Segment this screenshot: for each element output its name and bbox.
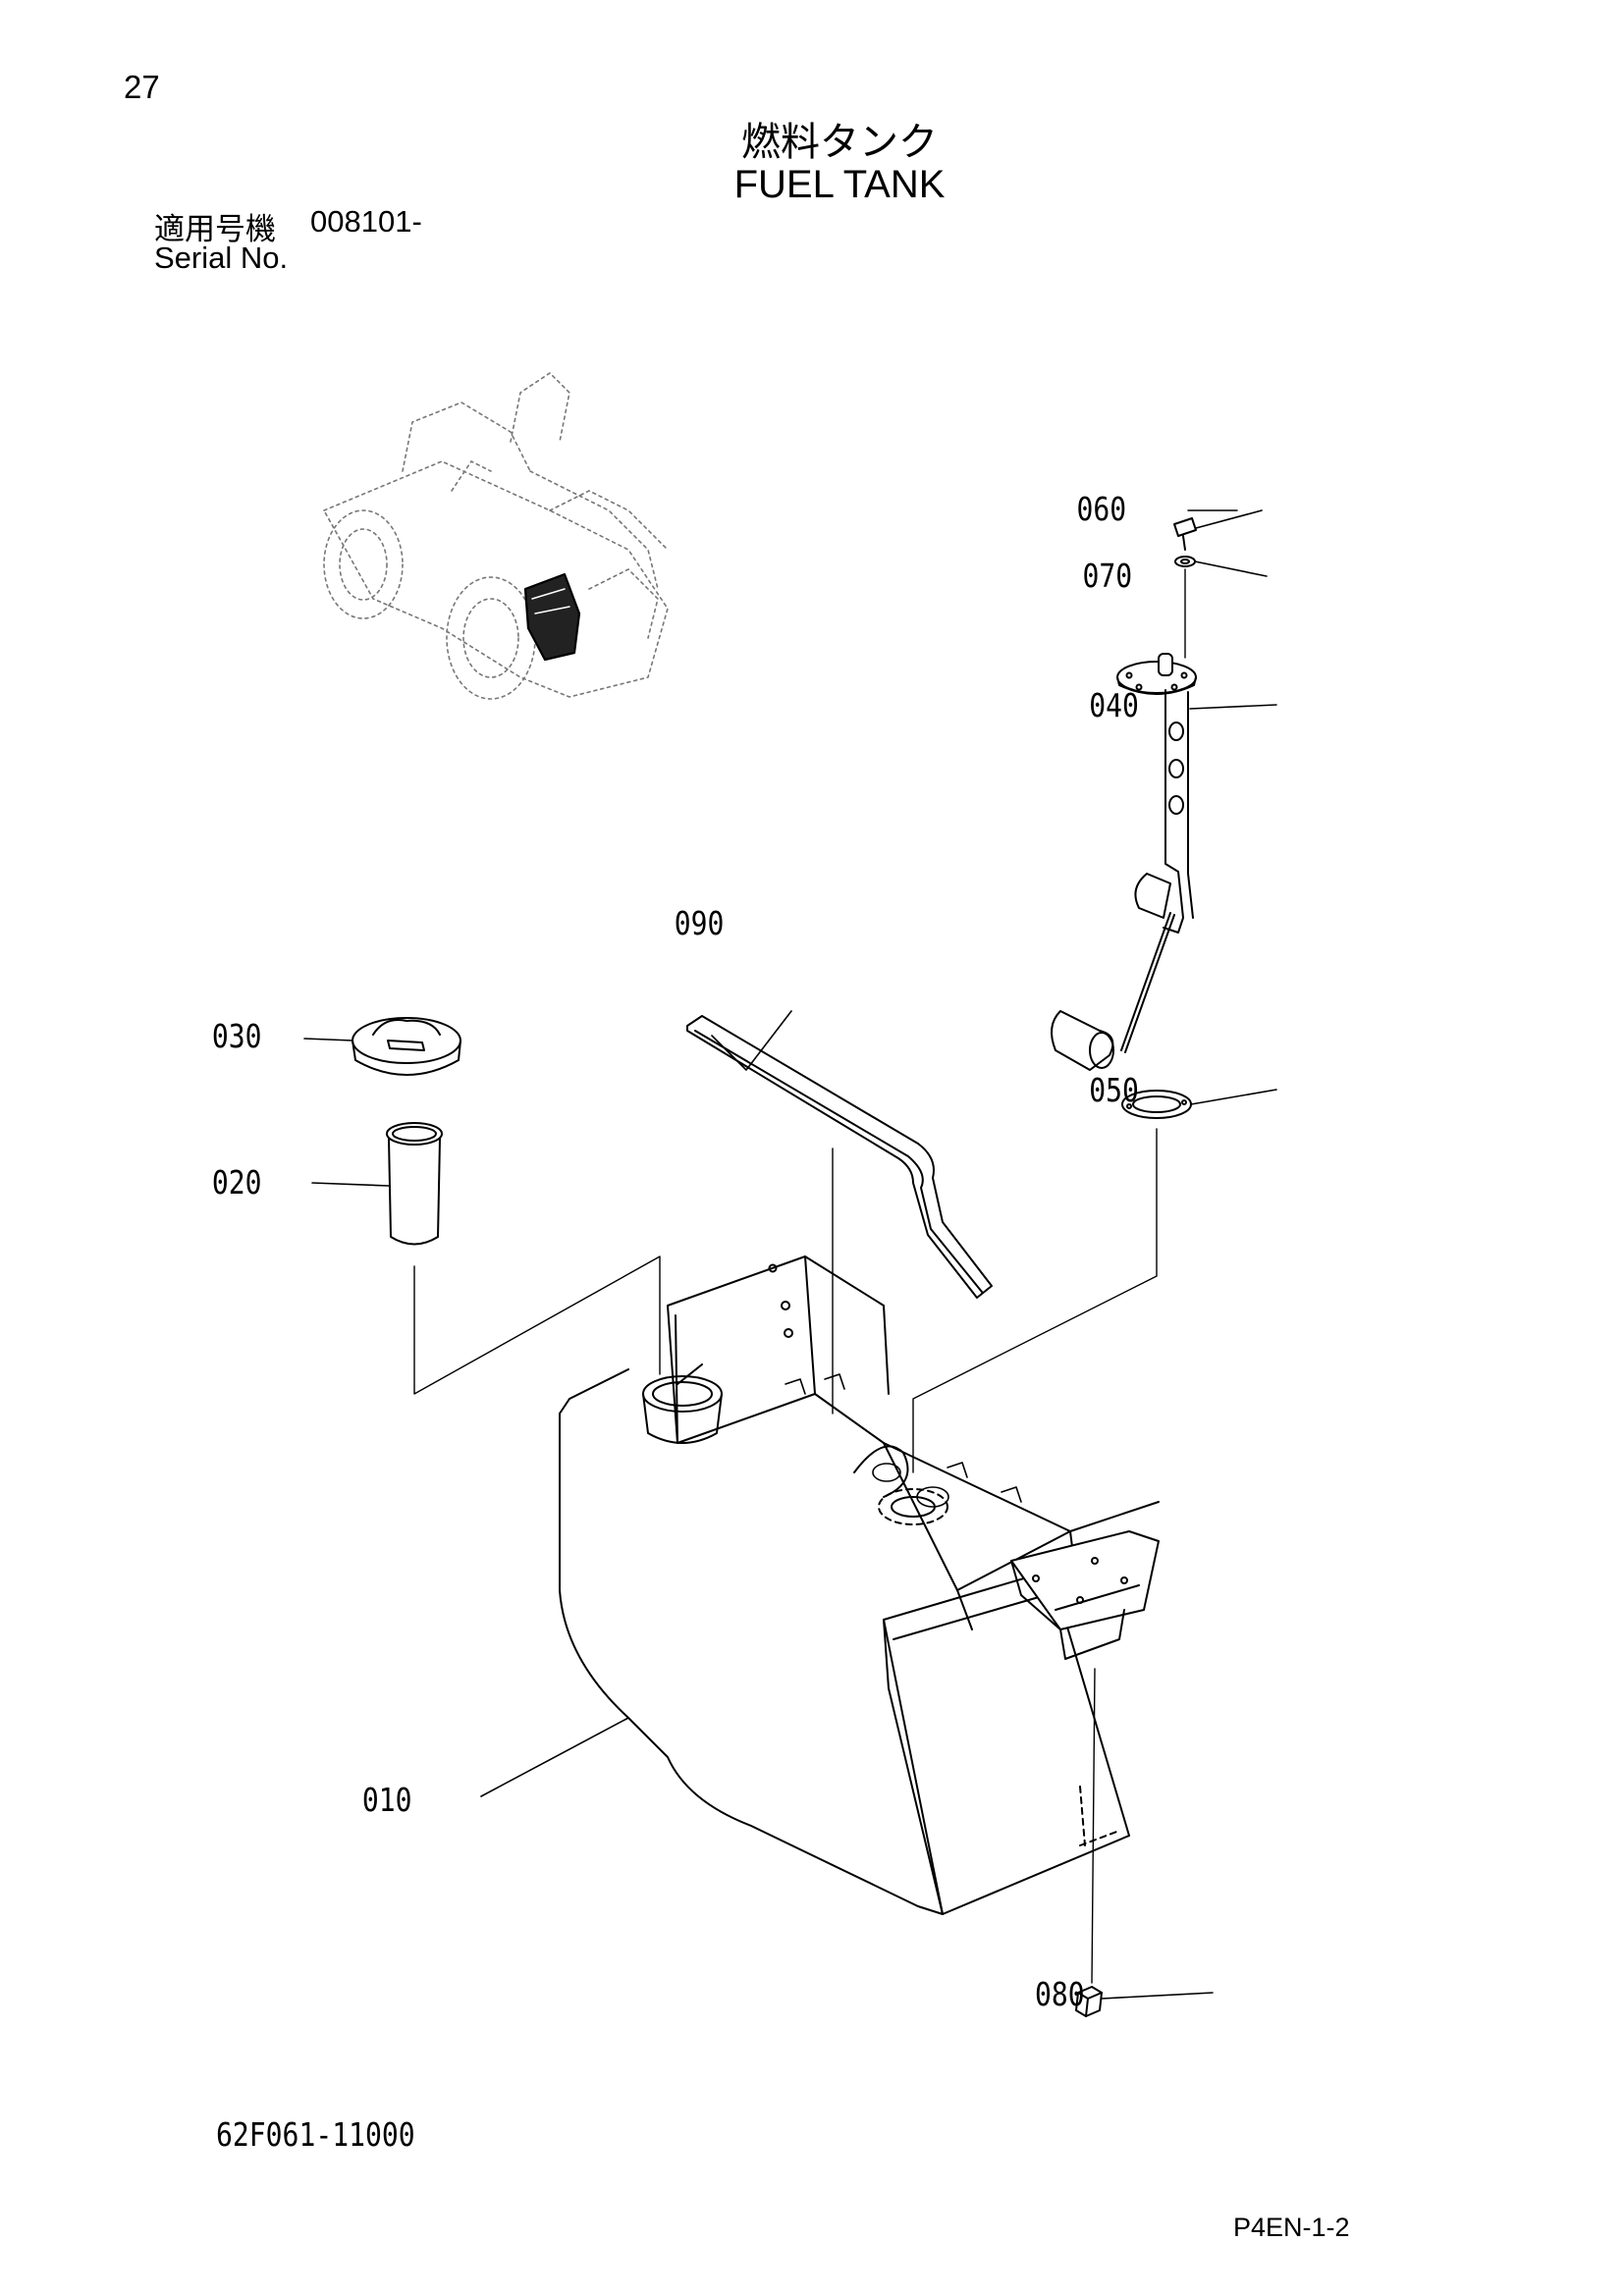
washer	[1174, 556, 1196, 567]
drain-plug	[1075, 1986, 1103, 2017]
filler-cap	[352, 1017, 461, 1076]
callout-080: 080	[1035, 1977, 1085, 2014]
callout-020: 020	[212, 1165, 262, 1202]
serial-value: 008101-	[310, 204, 422, 239]
serial-label-japanese: 適用号機	[154, 212, 276, 247]
tractor-location-inset	[323, 372, 669, 700]
fuel-gauge-sender	[1051, 653, 1197, 1071]
fuel-tank	[559, 1255, 1160, 1915]
assembly-lines	[413, 509, 1238, 1984]
callout-010: 010	[362, 1783, 412, 1820]
bolt	[1173, 517, 1197, 551]
drawing-number: 62F061-11000	[216, 2115, 415, 2154]
callout-040: 040	[1089, 688, 1139, 725]
callout-050: 050	[1089, 1073, 1139, 1110]
callout-030: 030	[212, 1019, 262, 1056]
tractor-tank-highlight	[523, 572, 581, 662]
serial-label-english: Serial No.	[154, 240, 289, 275]
seal-strip	[686, 1015, 993, 1299]
page-number: 27	[124, 69, 160, 105]
filler-neck	[386, 1122, 443, 1246]
callout-060: 060	[1077, 492, 1127, 529]
page-code: P4EN-1-2	[1233, 2213, 1350, 2242]
leader-lines	[303, 509, 1277, 2000]
callout-070: 070	[1082, 559, 1132, 596]
callout-090: 090	[675, 906, 725, 943]
title-english: FUEL TANK	[733, 163, 946, 206]
title-japanese: 燃料タンク	[741, 120, 938, 165]
